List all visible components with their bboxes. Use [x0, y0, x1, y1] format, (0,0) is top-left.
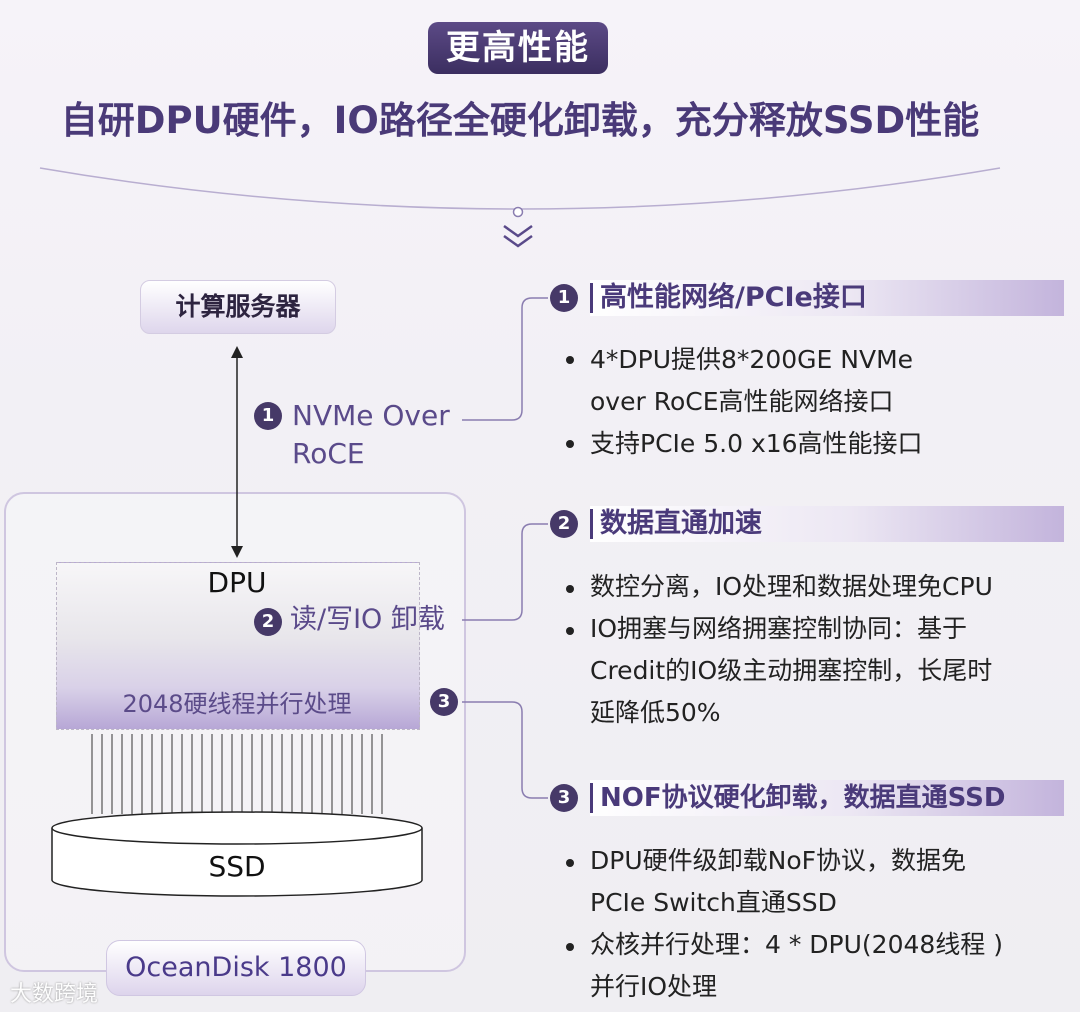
- link1-label-line1: NVMe Over: [292, 399, 450, 432]
- section-2-bullet-2-line-3: 延降低50%: [590, 698, 721, 727]
- link3-number-badge: 3: [430, 688, 458, 716]
- link1-number-badge: 1: [254, 402, 282, 430]
- link2-number-badge: 2: [254, 608, 282, 636]
- section-2-divider: [590, 509, 593, 539]
- section-3-bullet-1-line-2: PCIe Switch直通SSD: [590, 888, 837, 917]
- section-3-title: NOF协议硬化卸载，数据直通SSD: [600, 783, 1006, 813]
- section-1-header-bg: [590, 280, 1064, 316]
- compute-server-box: 计算服务器: [140, 280, 336, 334]
- bullet-dot: [566, 943, 574, 951]
- section-2-title: 数据直通加速: [600, 508, 762, 539]
- decorative-divider: [39, 167, 1001, 248]
- section-2-bullet-2-line-2: Credit的IO级主动拥塞控制，长尾时: [590, 656, 993, 685]
- bullet-dot: [566, 356, 574, 364]
- section-1-bullet-1-line-2: over RoCE高性能网络接口: [590, 387, 894, 416]
- dpu-label: DPU: [207, 566, 267, 599]
- bullet-dot: [566, 440, 574, 448]
- section-1-title: 高性能网络/PCIe接口: [600, 282, 867, 313]
- section-2-bullet-1-line-1: 数控分离，IO处理和数据处理免CPU: [590, 572, 993, 601]
- section-2-bullet-2-line-1: IO拥塞与网络拥塞控制协同：基于: [590, 614, 968, 643]
- section-3-number-badge: 3: [550, 784, 578, 812]
- link2-label: 读/写IO 卸载: [290, 604, 445, 635]
- header-badge: 更高性能: [428, 22, 608, 74]
- section-3-bullet-1-line-1: DPU硬件级卸载NoF协议，数据免: [590, 846, 967, 875]
- section-3-header-bg: [590, 780, 1064, 816]
- section-1-bullet-2-line-1: 支持PCIe 5.0 x16高性能接口: [590, 429, 923, 458]
- section-2-number-badge: 2: [550, 510, 578, 538]
- bullet-dot: [566, 627, 574, 635]
- ssd-label: SSD: [208, 850, 266, 883]
- section-3-bullet-2-line-1: 众核并行处理：4 * DPU(2048线程 ): [590, 930, 1004, 959]
- bullet-dot: [566, 859, 574, 867]
- watermark: 大数跨境: [10, 982, 99, 1007]
- section-1-bullet-1-line-1: 4*DPU提供8*200GE NVMe: [590, 345, 914, 374]
- section-3-bullet-2-line-2: 并行IO处理: [590, 972, 718, 1001]
- ssd-cylinder: [51, 811, 423, 897]
- section-2-header-bg: [590, 506, 1064, 542]
- section-1-divider: [590, 283, 593, 313]
- parallel-threads-label: 2048硬线程并行处理: [122, 690, 352, 718]
- section-3-divider: [590, 783, 593, 813]
- link1-label-line2: RoCE: [292, 437, 365, 470]
- dpu-block: [56, 562, 420, 730]
- bullet-dot: [566, 585, 574, 593]
- section-1-number-badge: 1: [550, 284, 578, 312]
- product-name-tag: OceanDisk 1800: [106, 940, 366, 996]
- page-title: 自研DPU硬件，IO路径全硬化卸载，充分释放SSD性能: [60, 99, 980, 142]
- bidirectional-arrow: [231, 346, 243, 558]
- parallel-data-lines: [91, 734, 383, 814]
